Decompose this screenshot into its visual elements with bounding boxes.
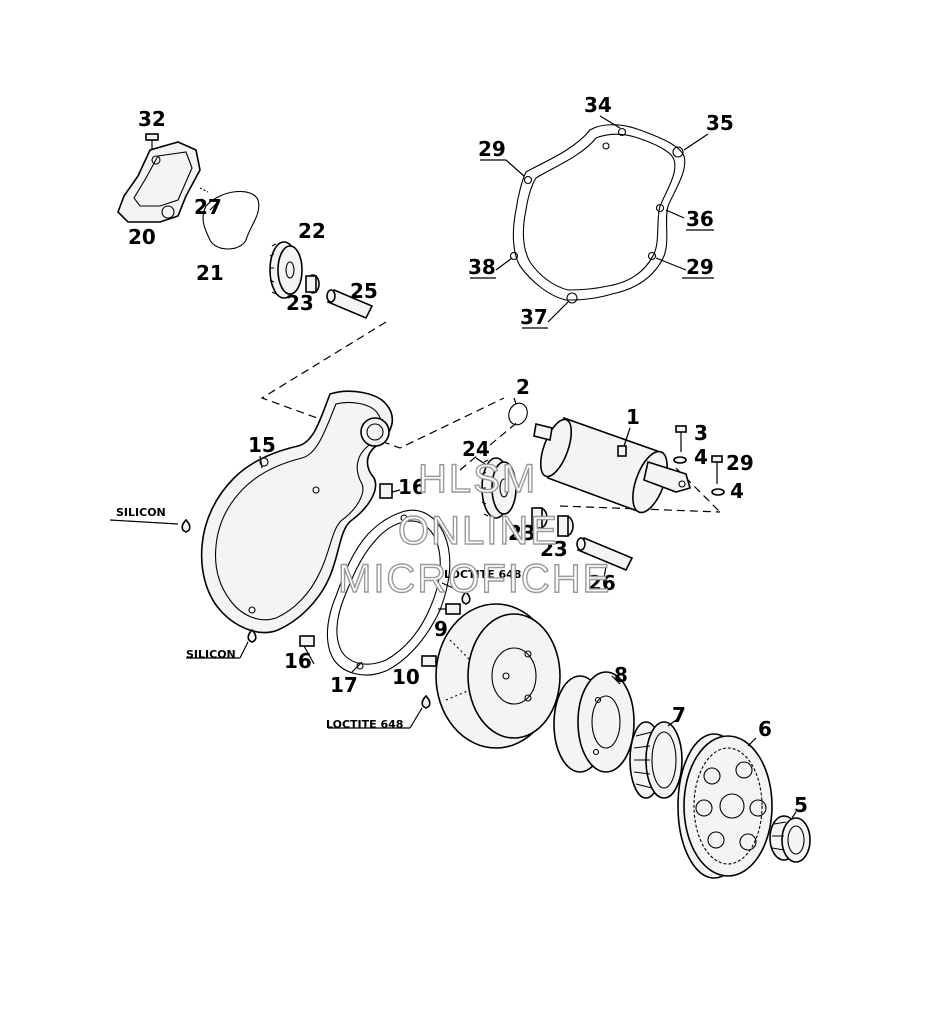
part-label-16-lower: 16 [284,649,312,673]
needle-bearing-5 [769,815,811,863]
note-loctite-upper: LOCTITE 648 [444,568,521,581]
silicon-drop-upper [181,518,191,533]
note-loctite-lower: LOCTITE 648 [326,718,403,731]
leader-lines-bottom [109,203,797,819]
needle-bearing-23-right [557,515,574,537]
watermark-line-3: MICROFICHE [338,557,611,601]
part-label-22: 22 [298,219,326,243]
gear-24 [481,457,517,519]
shaft-26 [576,536,634,572]
part-label-20: 20 [128,225,156,249]
ignition-cover-15 [200,390,394,634]
part-label-25: 25 [350,279,378,303]
needle-bearing-23-left [531,507,548,529]
watermark-line-1: HLSM [418,457,537,501]
part-label-21: 21 [196,261,224,285]
oring-2 [508,402,528,426]
starter-motor-1 [533,416,691,514]
part-label-17: 17 [330,673,358,697]
part-label-10: 10 [392,665,420,689]
needle-bearing-23-top [305,274,320,294]
part-label-4-upper: 4 [694,445,708,469]
watermark-line-2: ONLINE [398,509,559,553]
bolt-32 [145,133,159,150]
part-label-34: 34 [584,93,612,117]
part-label-38: 38 [468,255,496,279]
gear-22 [269,241,303,299]
starter-gear-6 [677,733,773,879]
dowel-16-lower [299,635,315,647]
part-label-35: 35 [706,111,734,135]
part-label-8: 8 [614,663,628,687]
oring-21 [202,190,260,250]
part-label-3: 3 [694,421,708,445]
part-label-2: 2 [516,375,530,399]
loctite-drop-lower [421,694,431,709]
leader-lines-top [470,115,714,329]
part-label-7: 7 [672,703,686,727]
part-label-23-mid: 23 [508,521,536,545]
part-label-29-c: 29 [726,451,754,475]
part-label-9: 9 [434,617,448,641]
watermark: HLSM ONLINE MICROFICHE [337,456,611,601]
part-label-37: 37 [520,305,548,329]
gasket-cover [509,124,686,304]
part-label-23-right: 23 [540,537,568,561]
bolt-3 [675,425,687,452]
washer-4-lower [711,488,725,496]
silicon-drop-lower [247,628,257,643]
note-silicon-upper: SILICON [116,506,166,519]
part-label-5: 5 [794,793,808,817]
washer-4-upper [673,456,687,464]
part-label-29-b: 29 [686,255,714,279]
loctite-drop-upper [461,590,471,605]
bolt-29 [711,455,723,484]
part-label-36: 36 [686,207,714,231]
part-label-29-a: 29 [478,137,506,161]
dowel-16-upper [379,483,393,499]
part-label-24: 24 [462,437,490,461]
part-label-16-upper: 16 [398,475,426,499]
part-label-6: 6 [758,717,772,741]
part-label-4-lower: 4 [730,479,744,503]
part-label-23-top: 23 [286,291,314,315]
note-silicon-lower: SILICON [186,648,236,661]
freewheel-7 [629,721,683,799]
part-label-1: 1 [626,405,640,429]
part-label-32: 32 [138,107,166,131]
gasket-17 [326,509,451,676]
part-label-27: 27 [194,195,222,219]
part-label-15: 15 [248,433,276,457]
pin-27 [199,187,209,193]
water-pump-cover [117,141,201,223]
flywheel-rotor [435,603,561,749]
shaft-25 [326,288,374,320]
screw-9 [438,603,461,615]
freewheel-housing-8 [553,671,635,773]
part-label-26: 26 [588,571,616,595]
